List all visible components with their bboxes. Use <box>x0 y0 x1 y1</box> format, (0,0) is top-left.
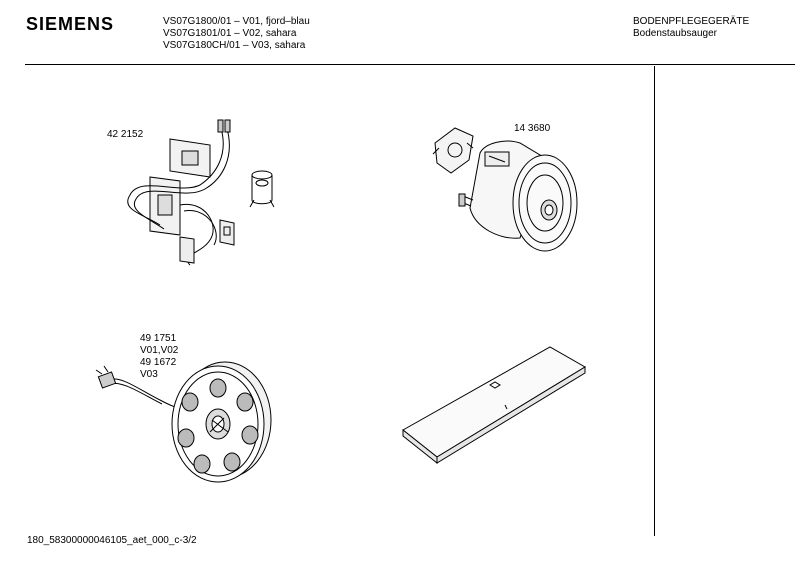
siemens-logo: SIEMENS <box>26 14 115 34</box>
model-line: VS07G180CH/01 – V03, sahara <box>163 40 306 51</box>
category-subtitle: Bodenstaubsauger <box>633 28 717 39</box>
variant-v01-v02: V01,V02 <box>140 345 179 356</box>
part-number-143680: 14 3680 <box>514 123 551 134</box>
part-number-491672: 49 1672 <box>140 357 177 368</box>
variant-v03: V03 <box>140 369 158 380</box>
category-title: BODENPFLEGEGERÄTE <box>633 16 750 27</box>
part-number-422152: 42 2152 <box>107 129 144 140</box>
base-plate-drawing <box>402 346 586 465</box>
model-line: VS07G1801/01 – V02, sahara <box>163 28 297 39</box>
category-block: BODENPFLEGEGERÄTE Bodenstaubsauger <box>633 16 749 40</box>
wiring-harness-drawing <box>127 119 275 266</box>
cable-reel-drawing <box>95 361 272 483</box>
motor-drawing <box>432 127 578 252</box>
model-list: VS07G1800/01 – V01, fjord–blau VS07G1801… <box>163 16 310 52</box>
header-divider <box>25 64 795 65</box>
part-number-491751: 49 1751 <box>140 333 177 344</box>
column-divider <box>654 66 655 536</box>
part-numbers-reel: 49 1751 V01,V02 49 1672 V03 <box>140 333 178 381</box>
document-id: 180_58300000046105_aet_000_c-3/2 <box>27 535 197 546</box>
model-line: VS07G1800/01 – V01, fjord–blau <box>163 16 310 27</box>
